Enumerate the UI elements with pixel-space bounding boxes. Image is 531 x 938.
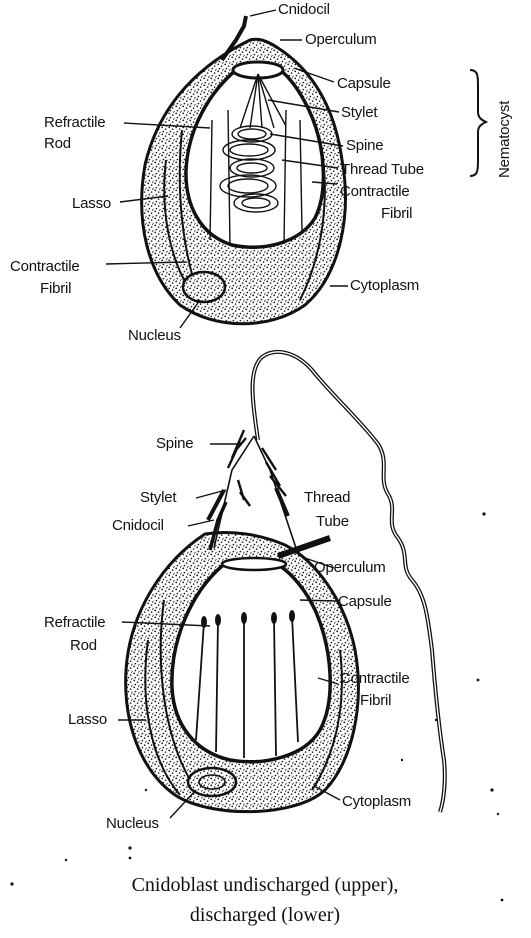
- print-specks: [10, 512, 504, 902]
- lower-label-lasso: Lasso: [68, 711, 107, 728]
- lower-label-contractile-fibril-2: Fibril: [360, 692, 391, 709]
- lower-diagram: [124, 349, 447, 814]
- upper-label-contractile-fibril-left-2: Fibril: [40, 280, 71, 297]
- upper-label-stylet: Stylet: [341, 104, 378, 121]
- upper-label-contractile-fibril-right-2: Fibril: [381, 205, 412, 222]
- upper-label-operculum: Operculum: [305, 31, 377, 48]
- lower-label-spine: Spine: [156, 435, 193, 452]
- upper-label-contractile-fibril-left: Contractile: [10, 258, 80, 275]
- lower-leaders: [118, 443, 341, 819]
- lower-label-operculum: Operculum: [314, 559, 386, 576]
- lower-label-contractile-fibril: Contractile: [340, 670, 410, 687]
- upper-label-nucleus: Nucleus: [128, 327, 181, 344]
- lower-label-nucleus: Nucleus: [106, 815, 159, 832]
- lower-contractile-fibrils: [144, 599, 343, 796]
- upper-nucleus: [181, 270, 227, 304]
- lower-label-refractile-rod-2: Rod: [70, 637, 97, 654]
- lower-labels: Spine Stylet Cnidocil Thread Tube Opercu…: [44, 435, 411, 832]
- lower-nucleus: [186, 766, 238, 798]
- upper-label-refractile-rod: Refractile: [44, 114, 105, 131]
- upper-diagram: [140, 15, 347, 326]
- upper-label-cnidocil: Cnidocil: [278, 1, 330, 18]
- upper-label-spine: Spine: [346, 137, 383, 154]
- lower-label-capsule: Capsule: [338, 593, 392, 610]
- lower-label-cytoplasm: Cytoplasm: [342, 793, 411, 810]
- lower-label-stylet: Stylet: [140, 489, 177, 506]
- lower-capsule-opening: [220, 556, 288, 572]
- caption-line-2: discharged (lower): [190, 904, 340, 926]
- upper-leaders: [105, 9, 348, 329]
- lower-label-cnidocil: Cnidocil: [112, 517, 164, 534]
- lower-label-refractile-rod: Refractile: [44, 614, 105, 631]
- lower-label-thread-tube-2: Tube: [316, 513, 349, 530]
- upper-label-refractile-rod-2: Rod: [44, 135, 71, 152]
- lower-nucleus-inner: [198, 774, 226, 790]
- upper-label-lasso: Lasso: [72, 195, 111, 212]
- lower-rod-heads: [201, 610, 295, 628]
- lower-rods: [195, 615, 299, 758]
- lower-operculum: [277, 535, 331, 559]
- upper-labels: Cnidocil Operculum Capsule Stylet Spine …: [10, 1, 513, 344]
- upper-label-thread-tube: Thread Tube: [341, 161, 424, 178]
- upper-label-capsule: Capsule: [337, 75, 391, 92]
- upper-label-cytoplasm: Cytoplasm: [350, 277, 419, 294]
- upper-cnidocil: [220, 15, 248, 62]
- nematocyst-bracket: [469, 69, 489, 177]
- caption: Cnidoblast undischarged (upper), dischar…: [132, 874, 399, 926]
- upper-label-nematocyst: Nematocyst: [496, 100, 513, 178]
- upper-label-contractile-fibril-right: Contractile: [340, 183, 410, 200]
- lower-stylets: [206, 487, 290, 521]
- upper-capsule-strands: [209, 109, 303, 247]
- lower-cnidocil: [208, 501, 228, 551]
- caption-line-1: Cnidoblast undischarged (upper),: [132, 874, 399, 896]
- lower-thread-tube-lumen: [251, 351, 446, 813]
- lower-label-thread-tube: Thread: [304, 489, 350, 506]
